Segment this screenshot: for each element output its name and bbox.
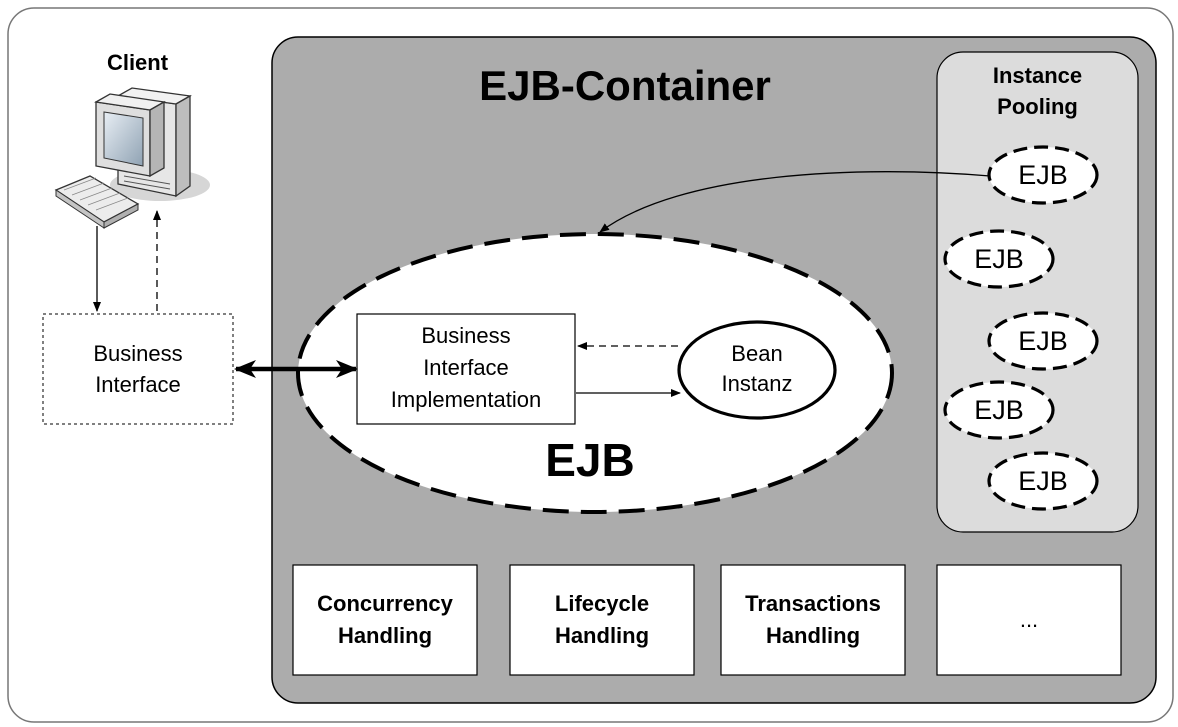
service-box	[292, 564, 478, 676]
impl-line1: Business	[421, 323, 511, 348]
pool-instance-shape	[943, 229, 1055, 289]
pool-instance-shape	[987, 451, 1099, 511]
pool-instance-shape	[987, 145, 1099, 205]
desktop-computer-icon	[54, 87, 210, 229]
pool-instance-label: EJB	[974, 244, 1024, 274]
impl-line3: Implementation	[390, 387, 542, 412]
pool-title: Instance Pooling	[950, 60, 1125, 122]
service-label-concurrency: Concurrency Handling	[293, 588, 477, 652]
service-line1: ...	[1019, 607, 1039, 632]
pool-instance-label: EJB	[1018, 466, 1068, 496]
business-interface-label: Business Interface	[43, 338, 233, 400]
ejb-label: EJB	[545, 434, 635, 486]
pool-instance-label: EJB	[1018, 160, 1068, 190]
business-interface-line2: Interface	[95, 372, 181, 397]
pool-to-ejb-arrow	[599, 171, 991, 233]
bean-line2: Instanz	[721, 371, 793, 396]
bean-instance-ellipse	[677, 320, 837, 420]
service-label-lifecycle: Lifecycle Handling	[510, 588, 694, 652]
service-line2: Handling	[337, 623, 433, 648]
service-box	[509, 564, 695, 676]
service-line1: Transactions	[745, 591, 881, 616]
pool-instance-shape	[943, 380, 1055, 440]
service-line1: Concurrency	[317, 591, 453, 616]
client-label: Client	[106, 50, 169, 75]
bean-line1: Bean	[731, 341, 783, 366]
pool-instance-label: EJB	[1018, 326, 1068, 356]
bean-instance-label: Bean Instanz	[690, 339, 824, 399]
business-interface-line1: Business	[93, 341, 183, 366]
pool-instance-shape	[987, 311, 1099, 371]
business-interface-box	[42, 313, 234, 425]
service-boxes	[292, 564, 1122, 676]
impl-box	[356, 313, 576, 425]
service-box	[936, 564, 1122, 676]
impl-label: Business Interface Implementation	[357, 320, 575, 416]
service-label-transactions: Transactions Handling	[721, 588, 905, 652]
pool-instance-shapes	[943, 145, 1099, 511]
pool-title-line2: Pooling	[997, 94, 1078, 119]
container-title: EJB-Container	[479, 62, 771, 109]
service-line2: Handling	[554, 623, 650, 648]
pool-title-line1: Instance	[992, 63, 1083, 88]
service-box	[720, 564, 906, 676]
service-line1: Lifecycle	[554, 591, 650, 616]
service-line2: Handling	[765, 623, 861, 648]
service-label-more: ...	[937, 604, 1121, 636]
pool-instance-label: EJB	[974, 395, 1024, 425]
impl-line2: Interface	[423, 355, 509, 380]
